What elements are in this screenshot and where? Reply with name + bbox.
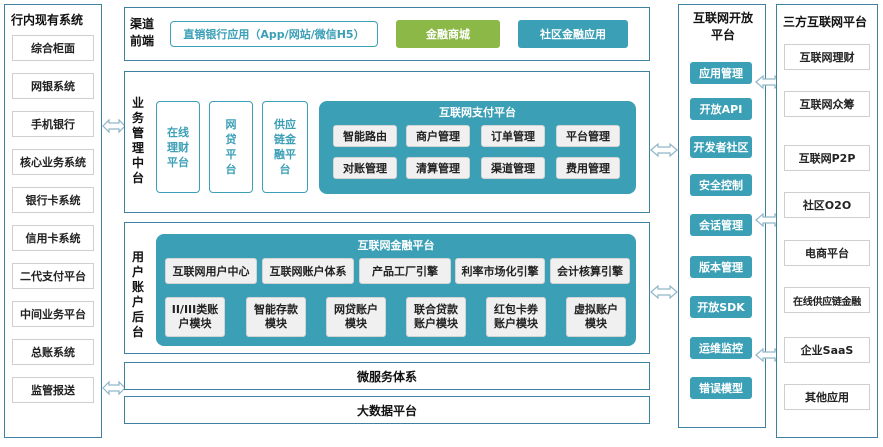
left-item: 网银系统 bbox=[12, 73, 94, 99]
left-item: 监管报送 bbox=[12, 377, 94, 403]
fin-row2-label: II/III类账户模块 bbox=[171, 303, 219, 330]
fin-row2-item: 虚拟账户模块 bbox=[566, 297, 626, 337]
third-panel: 三方互联网平台 bbox=[776, 4, 878, 438]
bigdata-label: 大数据平台 bbox=[356, 403, 417, 418]
fin-row1-item: 利率市场化引擎 bbox=[455, 258, 545, 284]
fin-row2-item: 网贷账户模块 bbox=[326, 297, 386, 337]
biz-side-item-label: 在线理财平台 bbox=[167, 125, 189, 169]
fin-row2-item: 联合贷款账户模块 bbox=[406, 297, 466, 337]
left-item: 综合柜面 bbox=[12, 35, 94, 61]
fin-row1-item: 互联网用户中心 bbox=[165, 258, 257, 284]
left-item: 手机银行 bbox=[12, 111, 94, 137]
double-arrow-icon bbox=[102, 380, 126, 396]
biz-side-item-label: 供应链金融平台 bbox=[274, 118, 296, 176]
third-title: 三方互联网平台 bbox=[783, 15, 868, 29]
pay-item: 费用管理 bbox=[556, 157, 620, 179]
pay-item: 渠道管理 bbox=[481, 157, 545, 179]
fin-row2-label: 网贷账户模块 bbox=[334, 303, 378, 330]
left-item: 信用卡系统 bbox=[12, 225, 94, 251]
open-item: 开放API bbox=[690, 98, 752, 120]
fin-row1-item: 互联网账户体系 bbox=[262, 258, 354, 284]
third-item: 电商平台 bbox=[784, 240, 870, 266]
fin-row2-item: 红包卡券账户模块 bbox=[486, 297, 546, 337]
third-item: 互联网众筹 bbox=[784, 91, 870, 117]
pay-item: 智能路由 bbox=[333, 125, 397, 147]
open-item: 安全控制 bbox=[690, 174, 752, 196]
left-panel-title: 行内现有系统 bbox=[11, 13, 84, 27]
third-item: 社区O2O bbox=[784, 192, 870, 218]
user-title: 用户账户后台 bbox=[131, 250, 144, 339]
third-item: 其他应用 bbox=[784, 384, 870, 410]
fin-row2-item: 智能存款模块 bbox=[246, 297, 306, 337]
channel-item-mall: 金融商城 bbox=[396, 20, 500, 48]
pay-platform-title: 互联网支付平台 bbox=[439, 106, 516, 119]
biz-side-item-wealth: 在线理财平台 bbox=[156, 101, 200, 193]
open-item: 会话管理 bbox=[690, 214, 752, 236]
channel-item-community: 社区金融应用 bbox=[518, 20, 628, 48]
left-item: 二代支付平台 bbox=[12, 263, 94, 289]
open-item: 运维监控 bbox=[690, 337, 752, 359]
open-item: 错误模型 bbox=[690, 377, 752, 399]
pay-item: 对账管理 bbox=[333, 157, 397, 179]
left-item: 总账系统 bbox=[12, 339, 94, 365]
fin-row2-label: 虚拟账户模块 bbox=[574, 303, 618, 330]
fin-row2-item: II/III类账户模块 bbox=[165, 297, 225, 337]
third-item: 互联网理财 bbox=[784, 44, 870, 70]
biz-side-item-loan: 网贷平台 bbox=[209, 101, 253, 193]
fin-row2-label: 红包卡券账户模块 bbox=[494, 303, 538, 330]
double-arrow-icon bbox=[102, 118, 126, 134]
double-arrow-icon bbox=[650, 284, 678, 300]
left-panel: 行内现有系统 bbox=[4, 4, 102, 438]
fin-row1-item: 产品工厂引擎 bbox=[359, 258, 451, 284]
biz-title: 业务管理中台 bbox=[131, 96, 144, 185]
open-item: 开发者社区 bbox=[690, 136, 752, 158]
pay-item: 订单管理 bbox=[481, 125, 545, 147]
fin-platform-title: 互联网金融平台 bbox=[357, 239, 435, 252]
third-item: 在线供应链金融 bbox=[784, 287, 870, 313]
fin-row2-label: 智能存款模块 bbox=[254, 303, 298, 330]
left-item: 中间业务平台 bbox=[12, 301, 94, 327]
left-item: 银行卡系统 bbox=[12, 187, 94, 213]
channel-item-direct-bank: 直销银行应用（App/网站/微信H5） bbox=[170, 21, 378, 47]
fin-row2-label: 联合贷款账户模块 bbox=[414, 303, 458, 330]
third-item: 企业SaaS bbox=[784, 337, 870, 363]
pay-item: 商户管理 bbox=[406, 125, 470, 147]
biz-side-item-supply: 供应链金融平台 bbox=[262, 101, 308, 193]
double-arrow-icon bbox=[650, 142, 678, 158]
left-item: 核心业务系统 bbox=[12, 149, 94, 175]
bigdata-bar: 大数据平台 bbox=[124, 396, 650, 424]
pay-item: 平台管理 bbox=[556, 125, 620, 147]
pay-item: 清算管理 bbox=[406, 157, 470, 179]
micro-service-bar: 微服务体系 bbox=[124, 362, 650, 390]
pay-platform: 互联网支付平台 bbox=[319, 101, 636, 194]
open-item: 应用管理 bbox=[690, 62, 752, 84]
fin-platform: 互联网金融平台 bbox=[156, 234, 636, 346]
channel-title: 渠道前端 bbox=[130, 17, 155, 48]
open-item: 开放SDK bbox=[690, 296, 752, 318]
third-item: 互联网P2P bbox=[784, 145, 870, 171]
biz-side-item-label: 网贷平台 bbox=[225, 118, 237, 176]
fin-row1-item: 会计核算引擎 bbox=[550, 258, 630, 284]
micro-service-label: 微服务体系 bbox=[356, 369, 417, 384]
open-item: 版本管理 bbox=[690, 256, 752, 278]
open-title: 互联网开放平台 bbox=[692, 11, 753, 42]
